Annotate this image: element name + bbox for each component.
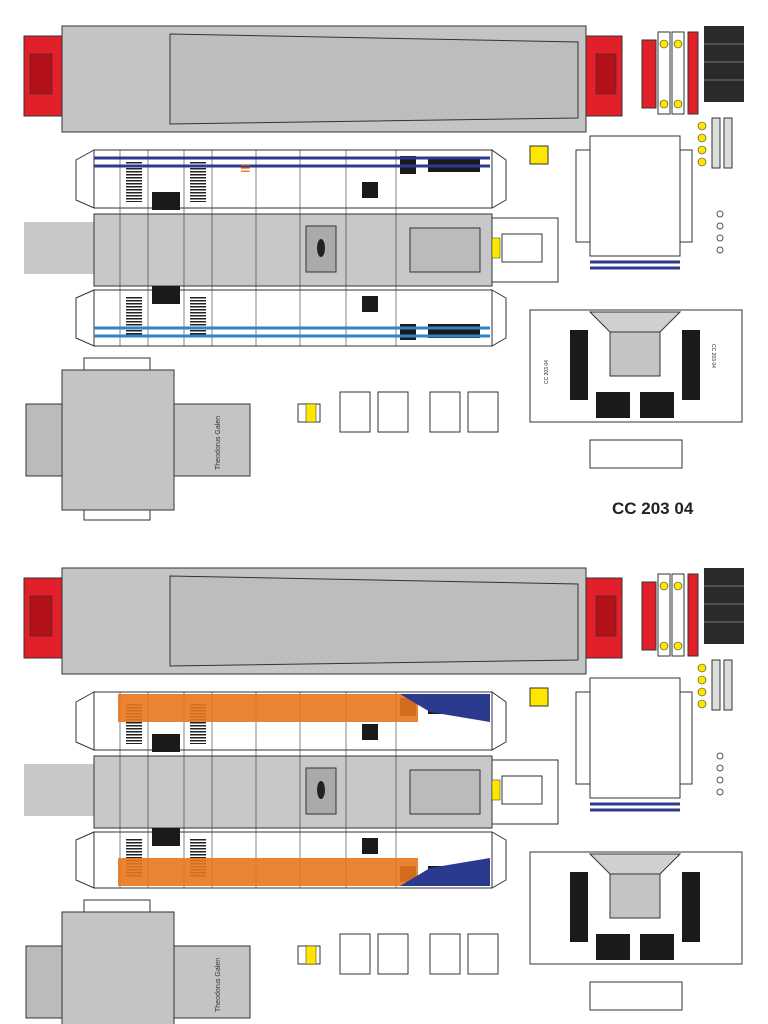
blue-stripe-lower xyxy=(94,326,490,338)
cab-net-bottom xyxy=(528,676,744,1012)
orange-band-lower xyxy=(118,858,418,886)
blue-swoosh-lower xyxy=(400,858,490,886)
underframe-bottom xyxy=(25,899,499,1024)
top-sheet-blue-livery: ≡ xyxy=(23,25,745,521)
bottom-sheet-orange-livery xyxy=(23,567,745,1024)
locomotive-number-title: CC 203 04 xyxy=(612,499,694,518)
blue-stripe-upper xyxy=(94,156,490,168)
roof-panel-bottom xyxy=(23,567,623,675)
cab-net-top xyxy=(528,134,744,470)
livery-logo-top: ≡ xyxy=(240,158,251,178)
orange-band-upper xyxy=(118,694,418,722)
cab-number-right-top: CC 203 04 xyxy=(710,344,716,368)
blue-swoosh-upper xyxy=(400,694,490,722)
underframe-top xyxy=(25,357,499,521)
credit-label-bottom: Theodorus Galen xyxy=(215,958,222,1012)
credit-label-top: Theodorus Galen xyxy=(215,416,222,470)
side-body-top xyxy=(23,149,559,347)
cab-number-left-top: CC 203 04 xyxy=(544,360,550,384)
roof-panel-top xyxy=(23,25,623,133)
